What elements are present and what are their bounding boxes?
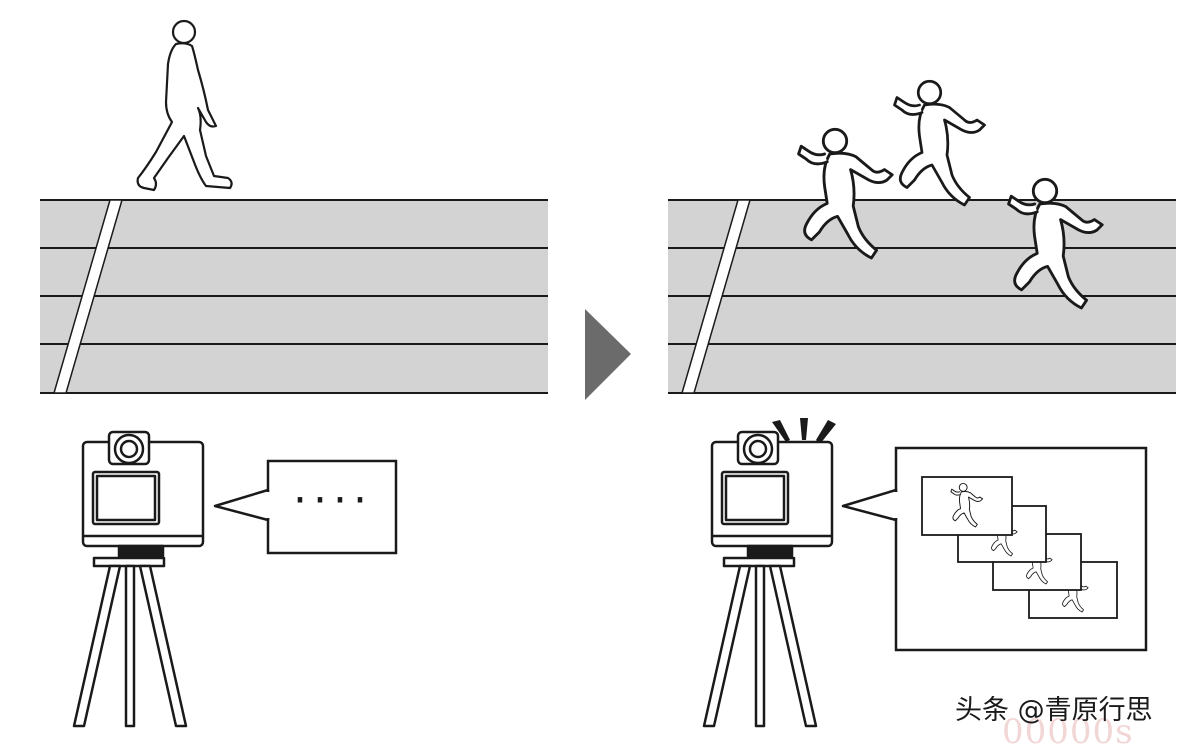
speech-bubble-sequence (841, 446, 1148, 652)
shutter-flash-icon (772, 418, 836, 444)
waiting-dots: ···· (293, 475, 373, 526)
source-watermark: 头条 @青原行思 (955, 695, 1153, 726)
running-person-icon (893, 79, 986, 207)
left-track (40, 199, 548, 394)
right-camera (702, 418, 836, 728)
play-arrow-icon (585, 309, 631, 400)
sequence-frames (921, 476, 1118, 619)
tripod-icon (72, 556, 188, 728)
left-camera (72, 430, 205, 728)
camera-icon (81, 430, 205, 558)
speech-bubble-waiting: ···· (213, 459, 398, 555)
tripod-icon (702, 556, 818, 728)
camera-icon (710, 430, 834, 558)
walking-person-icon (136, 19, 233, 192)
